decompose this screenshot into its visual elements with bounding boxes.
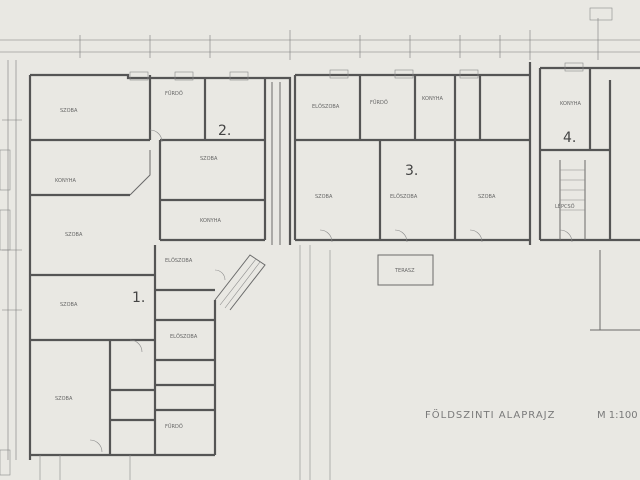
svg-text:KONYHA: KONYHA bbox=[200, 218, 221, 224]
unit-number-2: 2. bbox=[218, 123, 231, 139]
door-swings bbox=[89, 129, 573, 453]
svg-text:SZOBA: SZOBA bbox=[478, 194, 496, 200]
unit-number-1: 1. bbox=[132, 290, 145, 306]
building-walls bbox=[28, 73, 292, 460]
drawing-title: FÖLDSZINTI ALAPRAJZ bbox=[425, 410, 556, 421]
svg-text:ELŐSZOBA: ELŐSZOBA bbox=[170, 333, 198, 340]
right-building-walls bbox=[271, 62, 640, 331]
svg-text:TERASZ: TERASZ bbox=[394, 268, 415, 274]
unit-numbers: 1. 2. 3. 4. bbox=[132, 123, 576, 306]
svg-text:SZOBA: SZOBA bbox=[200, 156, 218, 162]
svg-text:LÉPCSŐ: LÉPCSŐ bbox=[555, 202, 575, 210]
unit-number-4: 4. bbox=[563, 130, 576, 146]
svg-text:SZOBA: SZOBA bbox=[60, 108, 78, 114]
svg-text:SZOBA: SZOBA bbox=[55, 396, 73, 402]
svg-text:SZOBA: SZOBA bbox=[60, 302, 78, 308]
entrance-structure bbox=[39, 245, 434, 480]
window-marks bbox=[0, 62, 584, 476]
drawing-scale: M 1:100 bbox=[597, 410, 638, 421]
svg-text:ELŐSZOBA: ELŐSZOBA bbox=[165, 257, 193, 264]
svg-text:ELŐSZOBA: ELŐSZOBA bbox=[312, 103, 340, 110]
svg-text:FÜRDŐ: FÜRDŐ bbox=[370, 99, 388, 106]
svg-text:KONYHA: KONYHA bbox=[560, 101, 581, 107]
north-mark bbox=[589, 7, 613, 21]
svg-text:ELŐSZOBA: ELŐSZOBA bbox=[390, 193, 418, 200]
svg-text:FÜRDŐ: FÜRDŐ bbox=[165, 423, 183, 430]
unit-number-3: 3. bbox=[405, 163, 418, 179]
top-dimension-lines bbox=[0, 18, 640, 60]
room-labels: SZOBA KONYHA SZOBA SZOBA SZOBA FÜRDŐ SZO… bbox=[55, 90, 581, 430]
svg-text:SZOBA: SZOBA bbox=[65, 232, 83, 238]
svg-text:KONYHA: KONYHA bbox=[55, 178, 76, 184]
svg-text:SZOBA: SZOBA bbox=[315, 194, 333, 200]
svg-text:FÜRDŐ: FÜRDŐ bbox=[165, 90, 183, 97]
svg-text:KONYHA: KONYHA bbox=[422, 96, 443, 102]
left-dimension-lines bbox=[2, 60, 22, 460]
